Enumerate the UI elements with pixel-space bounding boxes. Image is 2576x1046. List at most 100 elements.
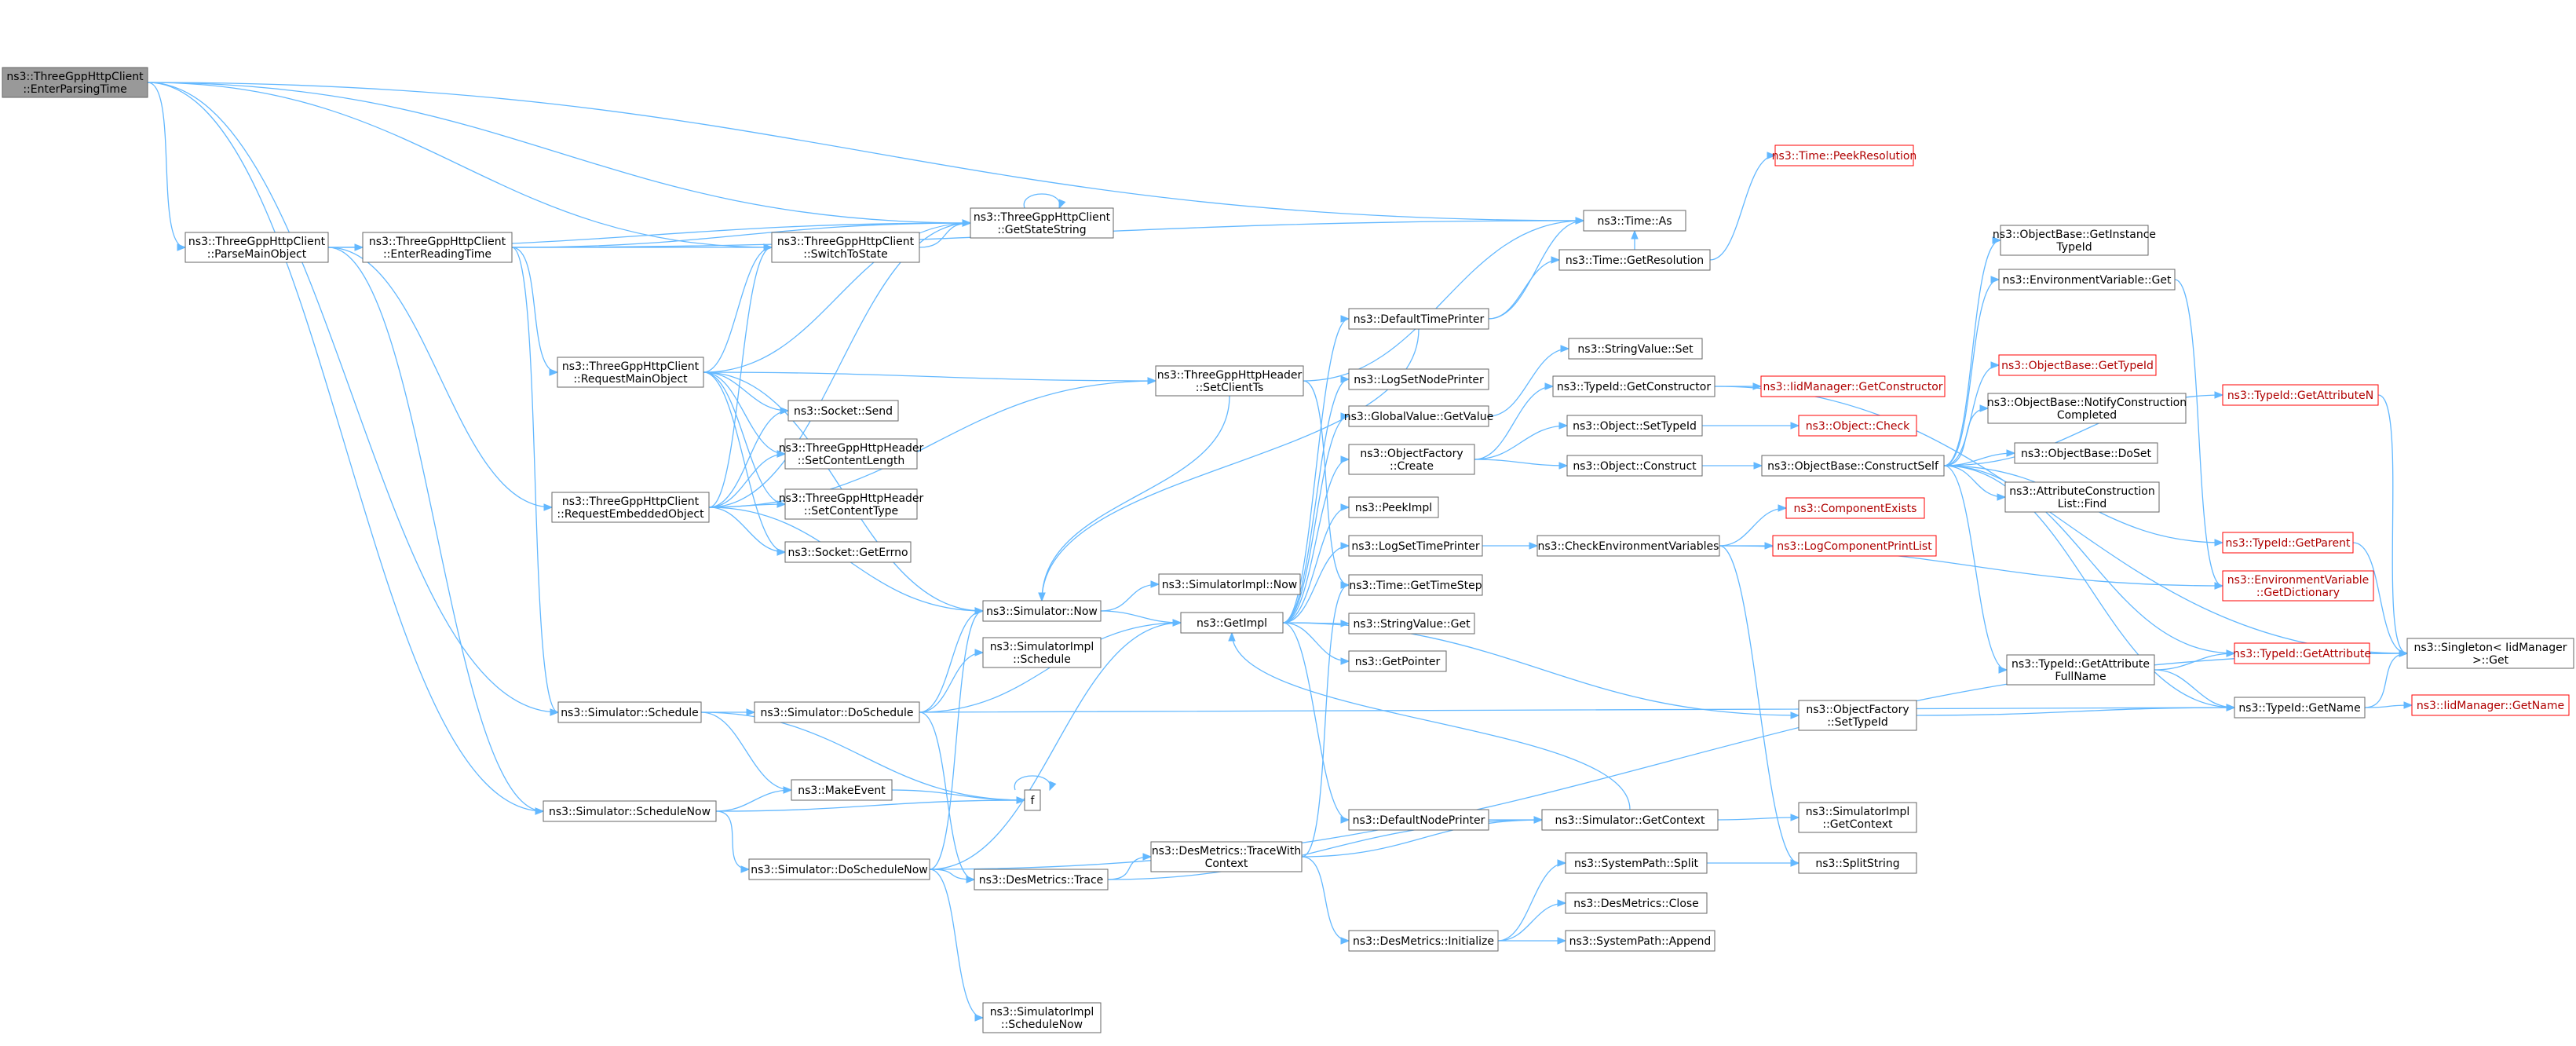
node-requestEmbedded[interactable]: ns3::ThreeGppHttpClient::RequestEmbedded… [551, 492, 710, 523]
node-simImplScheduleNow[interactable]: ns3::SimulatorImpl::ScheduleNow [982, 1002, 1102, 1033]
node-parseMain[interactable]: ns3::ThreeGppHttpClient::ParseMainObject [185, 232, 329, 263]
node-setClientTs[interactable]: ns3::ThreeGppHttpHeader::SetClientTs [1155, 365, 1304, 397]
node-desClose[interactable]: ns3::DesMetrics::Close [1565, 892, 1708, 914]
edge-line [1717, 817, 1800, 821]
node-objBaseDoSet[interactable]: ns3::ObjectBase::DoSet [2014, 442, 2158, 464]
arrow-head [1228, 631, 1236, 642]
node-objSetTypeId[interactable]: ns3::Object::SetTypeId [1566, 415, 1703, 437]
node-typeIdGetAttributeN[interactable]: ns3::TypeId::GetAttributeN [2222, 384, 2379, 406]
node-desInitialize[interactable]: ns3::DesMetrics::Initialize [1348, 930, 1499, 952]
edge-line [511, 222, 971, 248]
node-objCheck[interactable]: ns3::Object::Check [1798, 415, 1917, 437]
node-typeIdGetAttribute[interactable]: ns3::TypeId::GetAttribute [2233, 642, 2371, 664]
node-box [1552, 375, 1716, 397]
node-label: ns3::ThreeGppHttpClient [562, 496, 700, 508]
node-box [2411, 694, 2570, 716]
node-checkEnvVars[interactable]: ns3::CheckEnvironmentVariables [1536, 535, 1720, 557]
node-box [1024, 789, 1041, 811]
node-sysPathAppend[interactable]: ns3::SystemPath::Append [1565, 930, 1716, 952]
node-box [1158, 573, 1301, 595]
node-logSetNodePrinter[interactable]: ns3::LogSetNodePrinter [1348, 368, 1489, 390]
node-logComponentPrintList[interactable]: ns3::LogComponentPrintList [1772, 535, 1937, 557]
node-peekImpl[interactable]: ns3::PeekImpl [1348, 496, 1439, 518]
arrow-head [780, 407, 790, 415]
edge-line [1719, 507, 1787, 547]
node-label: ns3::EnvironmentVariable::Get [2003, 274, 2172, 287]
node-setContentType[interactable]: ns3::ThreeGppHttpHeader::SetContentType [779, 488, 924, 520]
node-getImpl[interactable]: ns3::GetImpl [1180, 612, 1284, 634]
node-strValueSet[interactable]: ns3::StringValue::Set [1568, 338, 1703, 360]
node-requestMain[interactable]: ns3::ThreeGppHttpClient::RequestMainObje… [557, 357, 704, 388]
edge-line [919, 711, 975, 880]
node-socketSend[interactable]: ns3::Socket::Send [787, 400, 899, 422]
node-switchToState[interactable]: ns3::ThreeGppHttpClient::SwitchToState [771, 232, 920, 263]
node-box [784, 488, 918, 520]
call-edge [1100, 580, 1160, 612]
node-label: ns3::Simulator::DoScheduleNow [751, 864, 927, 876]
node-simDoSchedule[interactable]: ns3::Simulator::DoSchedule [754, 701, 920, 723]
node-typeIdGetName[interactable]: ns3::TypeId::GetName [2234, 697, 2366, 719]
node-logSetTimePrinter[interactable]: ns3::LogSetTimePrinter [1348, 535, 1483, 557]
node-splitString[interactable]: ns3::SplitString [1798, 852, 1917, 874]
node-typeIdGetParent[interactable]: ns3::TypeId::GetParent [2222, 532, 2354, 554]
node-timeAs[interactable]: ns3::Time::As [1583, 210, 1686, 232]
node-componentExists[interactable]: ns3::ComponentExists [1785, 497, 1925, 519]
node-getPointer[interactable]: ns3::GetPointer [1348, 650, 1447, 672]
node-label: ns3::EnvironmentVariable [2227, 574, 2370, 587]
node-iidGetName[interactable]: ns3::IidManager::GetName [2411, 694, 2570, 716]
node-label: ns3::Time::GetResolution [1566, 254, 1704, 267]
node-simScheduleNow[interactable]: ns3::Simulator::ScheduleNow [543, 800, 717, 822]
node-envVarGetDictionary[interactable]: ns3::EnvironmentVariable::GetDictionary [2222, 570, 2374, 602]
node-simSchedule[interactable]: ns3::Simulator::Schedule [557, 701, 702, 723]
node-root[interactable]: ns3::ThreeGppHttpClient::EnterParsingTim… [2, 67, 148, 98]
node-simImplSchedule[interactable]: ns3::SimulatorImpl::Schedule [982, 637, 1102, 668]
node-simDoScheduleNow[interactable]: ns3::Simulator::DoScheduleNow [748, 858, 930, 880]
node-objBaseNotify[interactable]: ns3::ObjectBase::NotifyConstructionCompl… [1987, 393, 2187, 424]
node-timeGetTimeStep[interactable]: ns3::Time::GetTimeStep [1348, 574, 1483, 596]
node-objFactoryCreate[interactable]: ns3::ObjectFactory::Create [1348, 444, 1475, 475]
edge-line [1100, 583, 1160, 612]
node-label: ns3::SystemPath::Split [1574, 858, 1698, 870]
node-getStateString[interactable]: ns3::ThreeGppHttpClient::GetStateString [970, 207, 1114, 239]
node-box [557, 357, 704, 388]
edge-line [1231, 632, 1631, 810]
node-f[interactable]: f [1024, 789, 1041, 811]
node-desTrace[interactable]: ns3::DesMetrics::Trace [974, 869, 1109, 891]
node-strValueGet[interactable]: ns3::StringValue::Get [1348, 613, 1475, 635]
node-label: ns3::ThreeGppHttpClient [777, 236, 915, 248]
node-defaultTimePrinter[interactable]: ns3::DefaultTimePrinter [1348, 308, 1489, 330]
node-socketGetErrno[interactable]: ns3::Socket::GetErrno [784, 541, 912, 563]
node-objBaseConstructSelf[interactable]: ns3::ObjectBase::ConstructSelf [1761, 455, 1945, 477]
node-iidGetConstructor[interactable]: ns3::IidManager::GetConstructor [1760, 375, 1946, 397]
node-label: ns3::SystemPath::Append [1569, 935, 1712, 948]
node-typeIdGetConstructor[interactable]: ns3::TypeId::GetConstructor [1552, 375, 1716, 397]
node-objFactorySetTypeId[interactable]: ns3::ObjectFactory::SetTypeId [1798, 700, 1917, 731]
node-simImplGetContext[interactable]: ns3::SimulatorImpl::GetContext [1798, 802, 1917, 833]
node-envVarGet[interactable]: ns3::EnvironmentVariable::Get [1998, 269, 2176, 291]
node-simGetContext[interactable]: ns3::Simulator::GetContext [1541, 809, 1719, 831]
node-peekRes[interactable]: ns3::Time::PeekResolution [1772, 144, 1917, 166]
node-simNow[interactable]: ns3::Simulator::Now [982, 600, 1102, 622]
node-objConstruct[interactable]: ns3::Object::Construct [1566, 455, 1703, 477]
node-label: ::SetTypeId [1827, 716, 1888, 729]
node-makeEvent[interactable]: ns3::MakeEvent [791, 779, 893, 801]
node-objBaseGetTypeId[interactable]: ns3::ObjectBase::GetTypeId [1998, 354, 2157, 376]
node-setContentLength[interactable]: ns3::ThreeGppHttpHeader::SetContentLengt… [779, 438, 924, 470]
node-singletonGet[interactable]: ns3::Singleton< IidManager>::Get [2406, 638, 2574, 669]
node-defaultNodePrinter[interactable]: ns3::DefaultNodePrinter [1348, 809, 1489, 831]
node-sysPathSplit[interactable]: ns3::SystemPath::Split [1565, 852, 1708, 874]
arrow-head [543, 503, 554, 511]
node-box [2014, 442, 2158, 464]
node-enterReading[interactable]: ns3::ThreeGppHttpClient::EnterReadingTim… [362, 232, 513, 263]
node-globalGetValue[interactable]: ns3::GlobalValue::GetValue [1344, 405, 1493, 427]
node-label: ns3::GetImpl [1197, 617, 1267, 630]
edge-line [1474, 425, 1568, 460]
node-label: ns3::AttributeConstruction [2009, 485, 2154, 498]
call-edge [1482, 542, 1539, 550]
node-getRes[interactable]: ns3::Time::GetResolution [1558, 249, 1711, 271]
node-simImplNow[interactable]: ns3::SimulatorImpl::Now [1158, 573, 1301, 595]
